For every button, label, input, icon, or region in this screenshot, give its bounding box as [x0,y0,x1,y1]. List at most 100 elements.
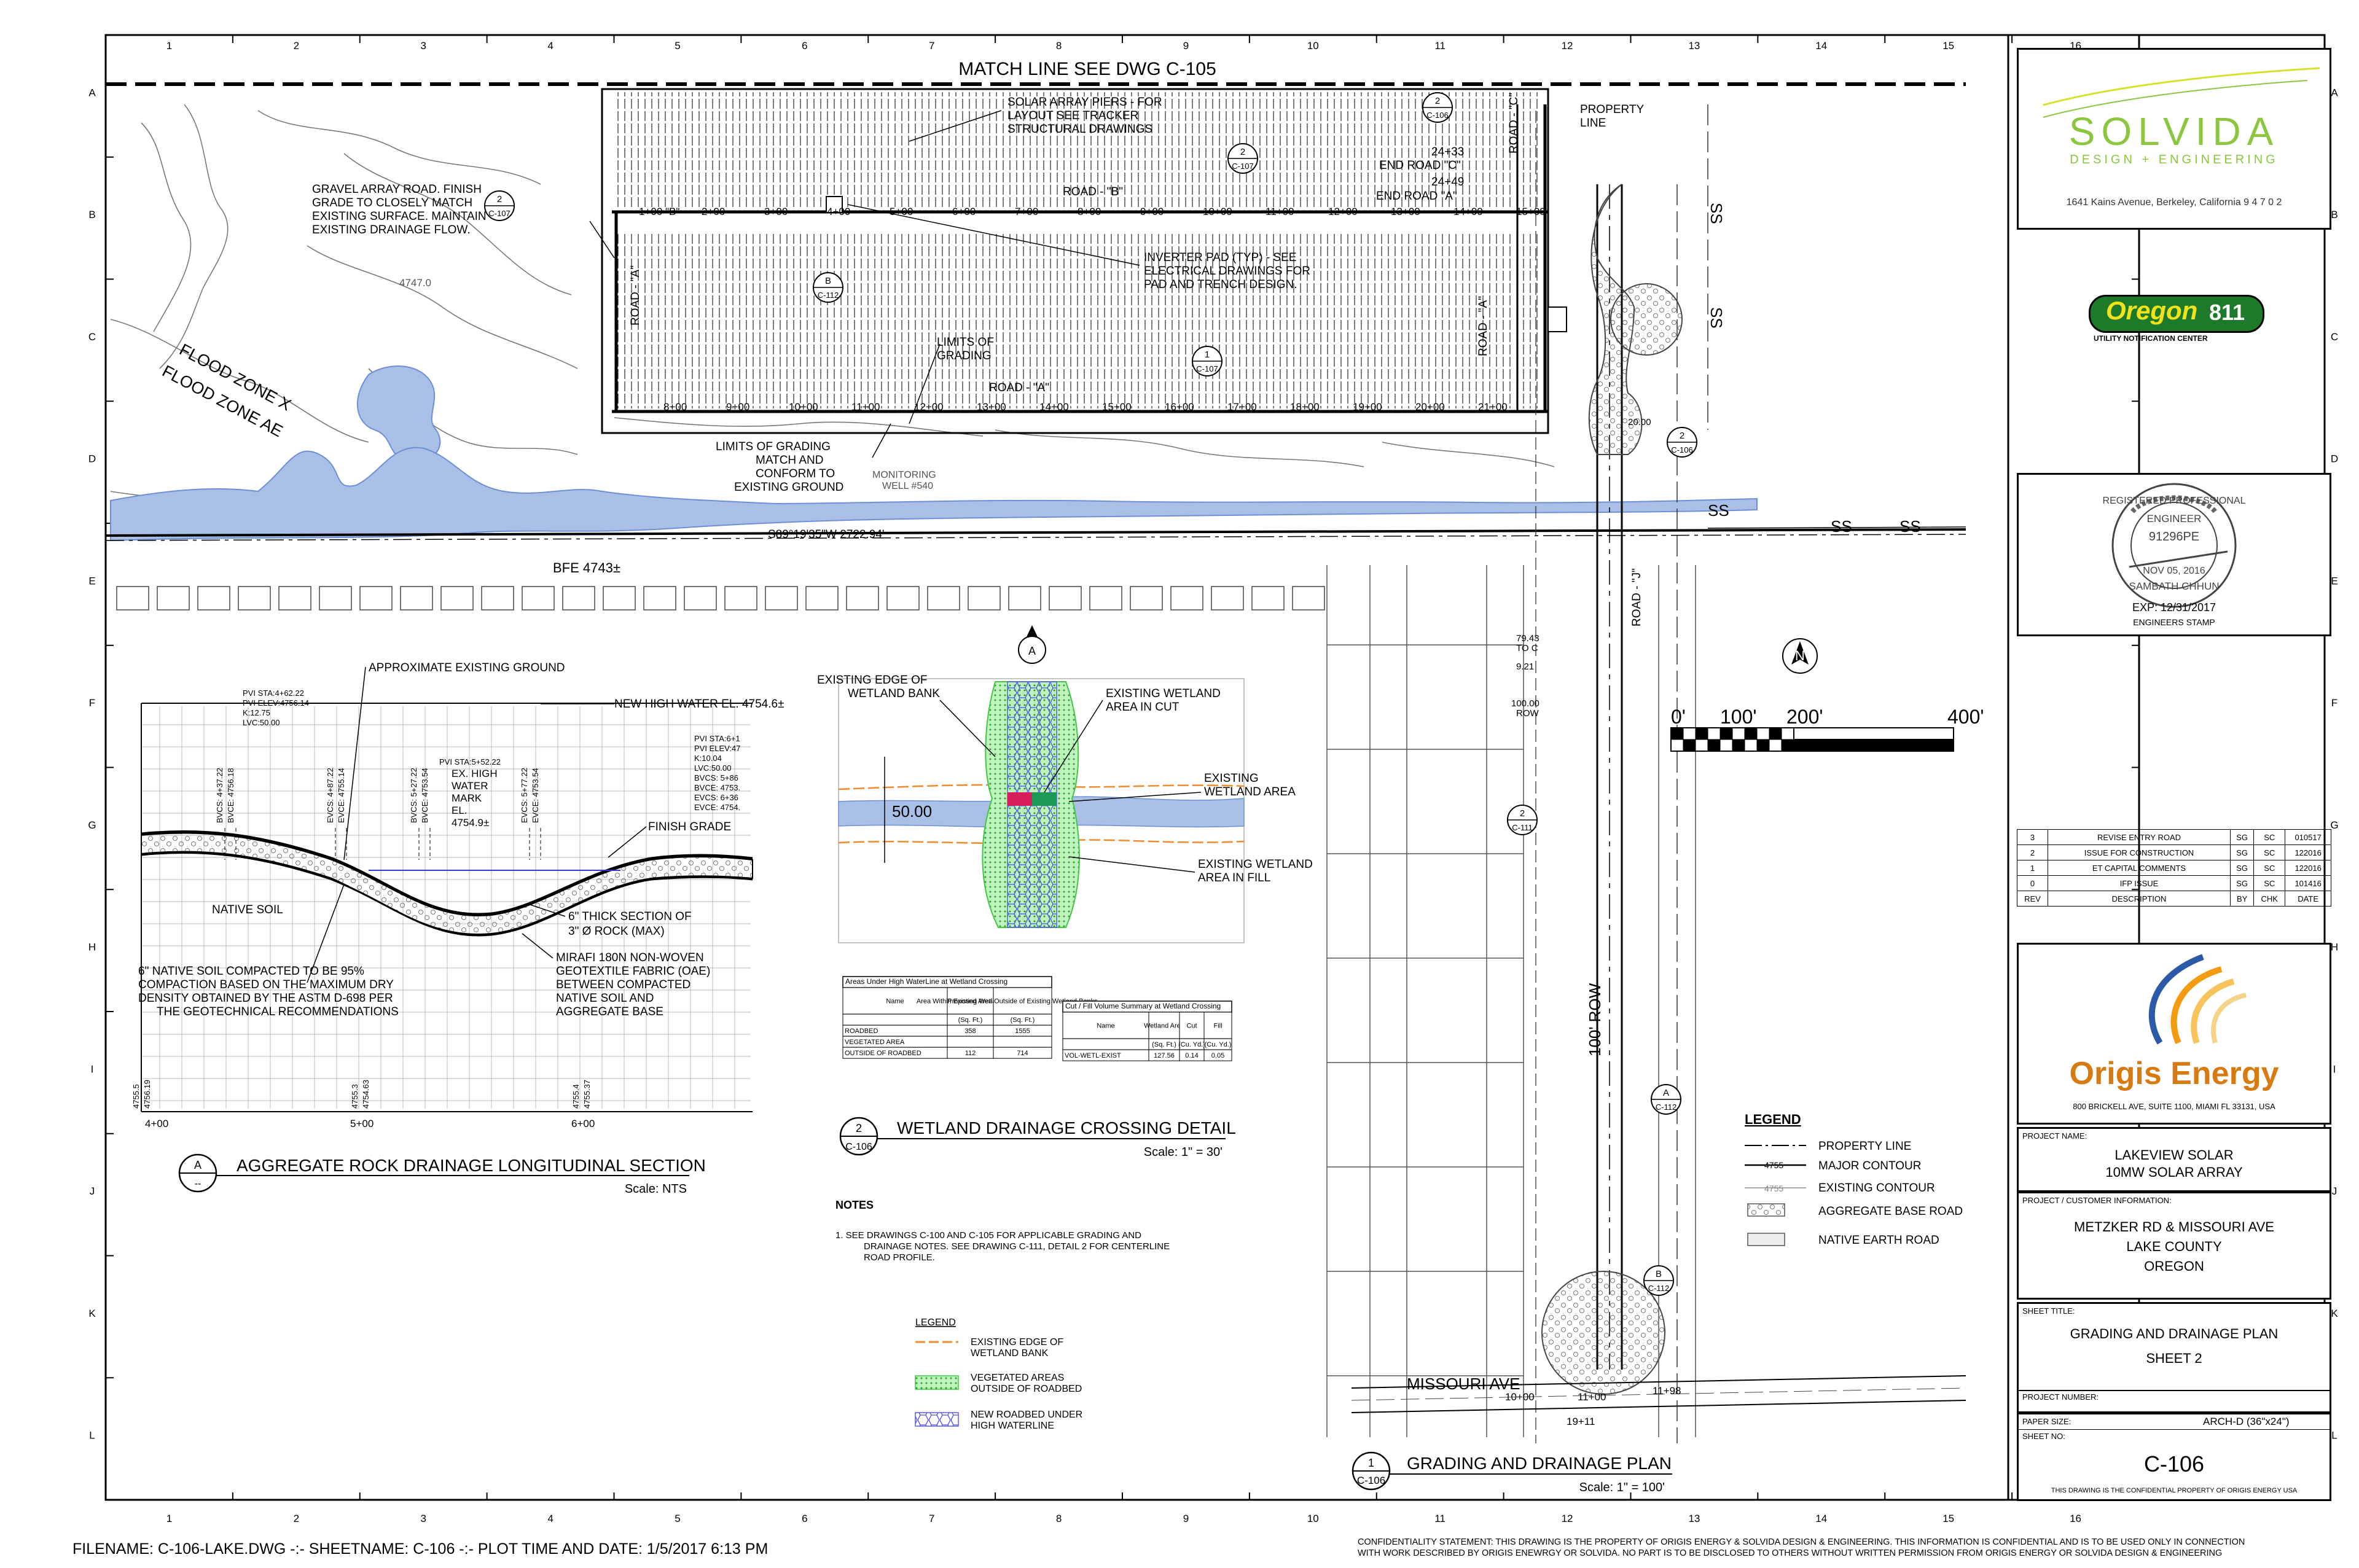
station-label: 20+00 [1415,401,1445,413]
plan-title-sheet: C-106 [1357,1475,1385,1486]
lot [684,586,717,610]
sheet-title-1: GRADING AND DRAINAGE PLAN [2070,1326,2279,1341]
grid-col-bottom: 9 [1183,1513,1189,1524]
table-cell: Name [1097,1023,1114,1030]
callout-num: 2 [1240,147,1245,157]
lot [238,586,271,610]
grid-row-right: J [2332,1185,2337,1197]
cul-de-sac [1610,283,1683,356]
cut-area [1007,792,1032,806]
callout-sheet: C-112 [1656,1102,1676,1112]
project-info-label: PROJECT / CUSTOMER INFORMATION: [2022,1196,2172,1205]
row-dim-2: ROW [1516,708,1539,719]
detail-callout[interactable]: 2C-111 [1507,805,1538,835]
lot [197,586,230,610]
footer-confidential-2: WITH WORK DESCRIBED BY ORIGIS ENEWRGY OR… [1358,1548,2222,1558]
plan-view: 2C-1062C-1071C-1072C-107BC-1122C-1062C-1… [105,59,1966,1494]
plan-note-line: LIMITS OF [937,336,994,349]
detail-callout[interactable]: 1C-107 [1192,346,1223,376]
detail-callout[interactable]: 2C-106 [1667,427,1697,458]
revision-cell: 122016 [2285,860,2331,876]
grid-col-bottom: 13 [1688,1513,1700,1524]
revision-cell: SC [2253,860,2286,876]
legend-property-line: PROPERTY LINE [1818,1140,1911,1153]
detail-callout[interactable]: BC-112 [813,272,843,303]
plan-note-line: INVERTER PAD (TYP) - SEE [1144,251,1296,264]
paper-size: ARCH-D (36"x24") [2203,1416,2290,1427]
grid-row-right: D [2331,453,2338,465]
detail-callout[interactable]: 2C-107 [1227,143,1258,174]
pvi2-line: 4754.9± [452,817,489,829]
pvi-vert-label: BVCS: 5+27.22 [409,768,418,823]
station-label: 7+00 [1015,206,1038,217]
wetland-label: WETLAND BANK [848,687,940,700]
revision-cell: ISSUE FOR CONSTRUCTION [2048,844,2231,860]
callout-num: 2 [1680,431,1684,441]
revision-header-cell: BY [2229,891,2255,907]
ss-label-2: SS [1831,517,1852,536]
legend-existing-contour: EXISTING CONTOUR [1818,1182,1935,1195]
ss-label-5: SS [1707,307,1726,329]
table-cell: Wetland Area [1144,1023,1185,1030]
wetland-label: EXISTING WETLAND [1198,858,1313,871]
oregon811-word: Oregon [2106,296,2198,325]
wetland-tables: Areas Under High WaterLine at Wetland Cr… [842,976,1232,1061]
legend-native-road: NATIVE EARTH ROAD [1818,1234,1939,1247]
pvi3-line: EVCS: 6+36 [694,793,738,802]
north-arrow: N [1782,638,1818,674]
pond-area [356,365,441,462]
footer-filename: FILENAME: C-106-LAKE.DWG -:- SHEETNAME: … [72,1540,768,1558]
grid-col-bottom: 3 [420,1513,426,1524]
grid-row-left: H [88,942,96,953]
grid-row-left: L [89,1430,95,1441]
wetland-title-sheet: C-106 [845,1142,872,1152]
plan-note-line: LAYOUT SEE TRACKER [1007,109,1138,122]
detail-callout[interactable]: BC-112 [1643,1265,1674,1296]
lot [562,586,595,610]
section-label: 6" THICK SECTION OF [568,910,692,923]
lot [1170,586,1203,610]
section-label: APPROXIMATE EXISTING GROUND [369,661,565,674]
sec-sta-1: 4+00 [145,1118,168,1129]
lot [724,586,757,610]
end-road-a: END ROAD "A" [1376,190,1457,203]
plan-note-line: EXISTING GROUND [734,481,843,494]
section-elev: 4755.37 [582,1080,592,1109]
detail-callout[interactable]: 2C-106 [1422,92,1453,123]
table-cell: 714 [1017,1050,1028,1057]
road-a-vertical-label: ROAD - "A" [1477,296,1490,356]
lot [1049,586,1082,610]
station-label: 14+00 [1453,206,1483,217]
detail-callout[interactable]: AC-112 [1651,1084,1681,1115]
callout-sheet: C-112 [818,291,839,300]
solvida-name: SOLVIDA [2068,109,2280,154]
north-label: N [1795,648,1805,663]
table-cell: 127.56 [1154,1052,1175,1059]
detail-callout[interactable]: 2C-107 [484,190,515,221]
origis-name: Origis Energy [2069,1056,2279,1091]
scale-400: 400' [1947,706,1984,728]
project-name-block: PROJECT NAME: LAKEVIEW SOLAR 10MW SOLAR … [2017,1127,2331,1192]
wetland-label: EXISTING [1204,772,1259,785]
plan-note-line: MATCH AND [756,454,823,467]
end-road-c: END ROAD "C" [1379,159,1461,172]
grid-col-top: 13 [1688,40,1700,52]
notes-title: NOTES [835,1199,874,1211]
section-label: AGGREGATE BASE [556,1005,663,1018]
grid-row-right: L [2331,1430,2337,1441]
project-number-label: PROJECT NUMBER: [2022,1392,2099,1402]
station-label: 15+00 [1102,401,1132,413]
section-label: FINISH GRADE [648,821,731,833]
revision-header-cell: CHK [2253,891,2286,907]
grid-row-right: A [2331,87,2338,98]
oregon811-number: 811 [2209,300,2245,325]
lot [481,586,514,610]
wetland-title-num: 2 [856,1122,862,1134]
grid-row-right: H [2331,942,2338,953]
pvi2-line: EL. [452,805,467,816]
monitoring-well-2: WELL #540 [882,481,933,491]
legend-aggregate-road: AGGREGATE BASE ROAD [1818,1205,1963,1218]
revision-cell: 101416 [2285,875,2331,891]
